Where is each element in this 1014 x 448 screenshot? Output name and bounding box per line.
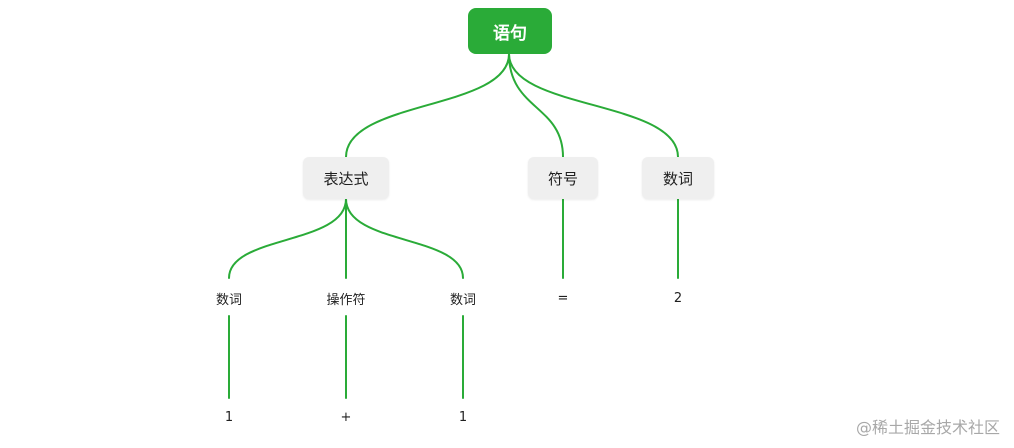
node-expression: 表达式 <box>303 157 389 199</box>
edge-root-symbol <box>508 53 564 158</box>
edge-root-number <box>508 53 679 158</box>
edge-expression-number-right <box>345 198 464 279</box>
node-one-right: 1 <box>458 409 468 425</box>
edge-root-expression <box>345 53 510 158</box>
node-operator: 操作符 <box>326 292 366 308</box>
watermark: @稀土掘金技术社区 <box>855 418 1000 437</box>
node-number: 数词 <box>642 157 714 199</box>
node-number-right: 数词 <box>449 292 476 308</box>
node-equals: = <box>557 290 569 306</box>
node-plus: + <box>340 409 352 425</box>
node-one-left: 1 <box>224 409 234 425</box>
edge-expression-number-left <box>228 198 347 279</box>
root-node-statement: 语句 <box>468 8 552 54</box>
node-two: 2 <box>673 290 683 306</box>
node-symbol: 符号 <box>528 157 598 199</box>
node-number-left: 数词 <box>215 292 242 308</box>
